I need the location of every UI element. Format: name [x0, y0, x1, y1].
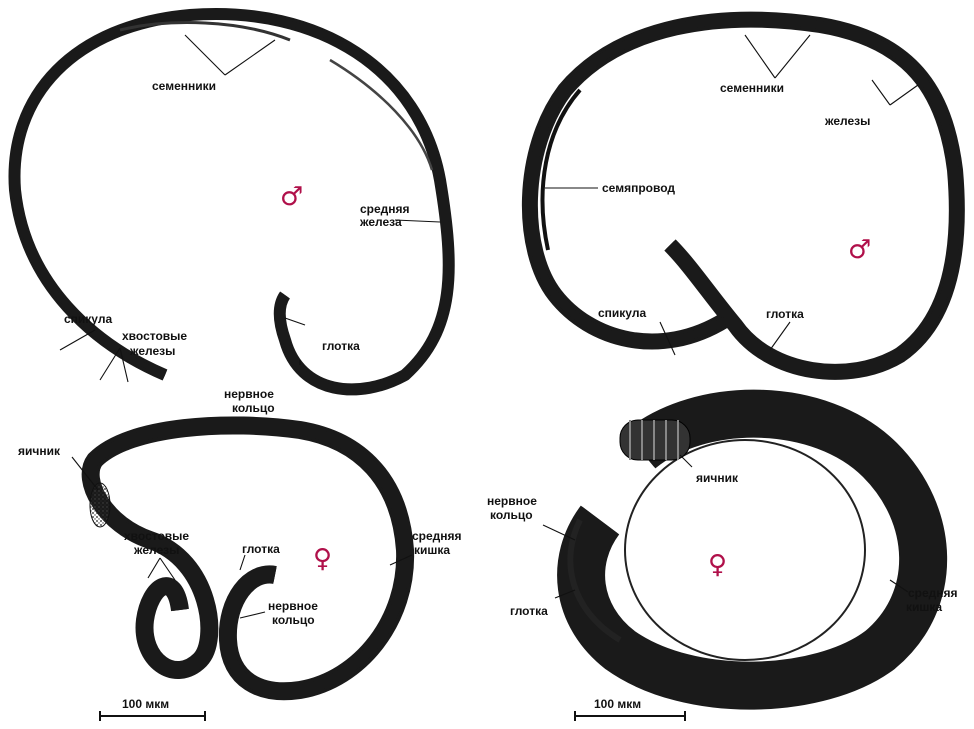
label-nerve-ring-tl-1: нервное: [224, 387, 274, 401]
female-symbol-bottom-left: ♀: [313, 544, 332, 574]
label-nerve-ring-bl-1: нервное: [268, 599, 318, 613]
label-midgut-bl-2: кишка: [414, 543, 450, 557]
label-midgut-bl-1: средняя: [412, 529, 462, 543]
label-spicule-tl: спикула: [64, 312, 112, 326]
label-testes-tl: семенники: [152, 79, 216, 93]
scale-bar-label-bl: 100 мкм: [122, 697, 169, 711]
female-worm-bottom-left: [90, 425, 405, 691]
female-worm-bottom-right: [570, 414, 923, 686]
label-tail-glands-tl-1: хвостовые: [122, 329, 187, 343]
scale-bar-line-br: [575, 711, 685, 721]
label-spicule-tr: спикула: [598, 306, 646, 320]
label-vas-deferens-tr: семяпровод: [602, 181, 675, 195]
scale-bar-bottom-left: 100 мкм: [100, 697, 205, 721]
label-nerve-ring-tl-2: кольцо: [232, 401, 275, 415]
label-mid-gland-tl-1: средняя: [360, 202, 410, 216]
label-nerve-ring-bl-2: кольцо: [272, 613, 315, 627]
label-ovary-br: яичник: [696, 471, 739, 485]
male-worm-top-right: [530, 20, 957, 372]
label-nerve-ring-br-2: кольцо: [490, 508, 533, 522]
label-midgut-br-1: средняя: [908, 586, 958, 600]
scale-bar-bottom-right: 100 мкм: [575, 697, 685, 721]
label-pharynx-tr: глотка: [766, 307, 804, 321]
label-glands-tr: железы: [824, 114, 870, 128]
scale-bar-label-br: 100 мкм: [594, 697, 641, 711]
label-tail-glands-bl-2: железы: [133, 543, 179, 557]
male-symbol-top-right: ♂: [848, 235, 871, 265]
label-ovary-bl: яичник: [18, 444, 61, 458]
label-pharynx-bl: глотка: [242, 542, 280, 556]
label-mid-gland-tl-2: железа: [359, 215, 402, 229]
label-testes-tr: семенники: [720, 81, 784, 95]
label-nerve-ring-br-1: нервное: [487, 494, 537, 508]
label-tail-glands-tl-2: железы: [129, 344, 175, 358]
label-pharynx-tl: глотка: [322, 339, 360, 353]
label-pharynx-br: глотка: [510, 604, 548, 618]
male-symbol-top-left: ♂: [280, 182, 303, 212]
female-symbol-bottom-right: ♀: [708, 550, 727, 580]
label-midgut-br-2: кишка: [906, 600, 942, 614]
scale-bar-line-bl: [100, 711, 205, 721]
label-tail-glands-bl-1: хвостовые: [124, 529, 189, 543]
